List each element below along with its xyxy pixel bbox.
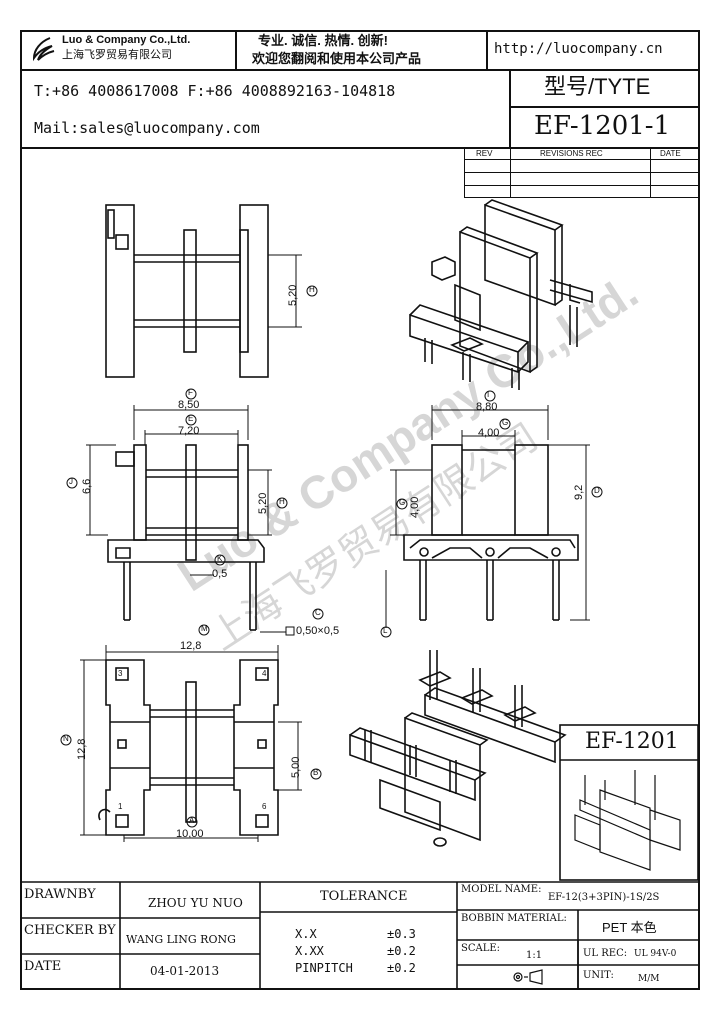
- label-e: E: [188, 414, 194, 423]
- label-a: A: [189, 816, 195, 825]
- label-h2: H: [279, 497, 285, 506]
- dim-0-5: 0,5: [212, 568, 228, 580]
- revisions-rec-header: REVISIONS REC: [540, 149, 603, 158]
- unit-label: UNIT:: [583, 970, 614, 981]
- ul-rec-label: UL REC:: [583, 948, 628, 959]
- tolerance-label: TOLERANCE: [320, 889, 408, 904]
- checker-label: CHECKER BY: [24, 923, 116, 938]
- label-k: K: [217, 554, 223, 563]
- label-i: I: [487, 390, 490, 399]
- label-b: B: [313, 768, 319, 777]
- isometric-view-top: [409, 199, 593, 390]
- label-g2: G: [399, 498, 406, 507]
- dim-width-720: 7,20: [178, 425, 200, 437]
- model-name-value: EF-12(3+3PIN)-1S/2S: [548, 892, 660, 903]
- tol-xxx-label: X.XX: [295, 944, 324, 958]
- dim-width-400: 4,00: [478, 427, 500, 439]
- dim-width-1000: 10,00: [176, 828, 204, 840]
- dim-height-top: 5,20: [287, 284, 299, 306]
- front-view-left: [66, 388, 324, 636]
- dim-height-400: 4,00: [409, 496, 421, 518]
- date-label: DATE: [24, 959, 62, 974]
- label-f: F: [188, 388, 193, 397]
- drawnby-value: ZHOU YU NUO: [148, 896, 243, 910]
- type-label: 型号/TYTE: [544, 74, 651, 99]
- top-side-view: [105, 204, 318, 378]
- model-name-label: MODEL NAME:: [461, 884, 542, 895]
- company-name-en: Luo & Company Co.,Ltd.: [62, 34, 191, 46]
- dim-height-66: 6,6: [81, 478, 93, 494]
- dim-height-128: 12,8: [76, 738, 88, 760]
- dim-width-880: 8,80: [476, 401, 498, 413]
- pin-number-4: 4: [262, 669, 267, 678]
- company-name-cn: 上海飞罗贸易有限公司: [62, 49, 172, 61]
- bobbin-material-value: PET 本色: [602, 920, 657, 935]
- bobbin-material-label: BOBBIN MATERIAL:: [461, 913, 567, 924]
- slogan-line-2: 欢迎您翻阅和使用本公司产品: [252, 51, 422, 66]
- pin-number-6: 6: [262, 802, 267, 811]
- label-h: H: [309, 285, 315, 294]
- tol-pin-value: ±0.2: [387, 961, 416, 975]
- label-c: C: [315, 608, 321, 617]
- bottom-view-left: [60, 624, 322, 842]
- scale-label: SCALE:: [461, 943, 501, 954]
- tol-xx-value: ±0.3: [387, 927, 416, 941]
- inset-title: EF-1201: [585, 729, 679, 754]
- inset-view: [559, 724, 699, 881]
- dim-width-850: 8,50: [178, 399, 200, 411]
- label-d: D: [594, 486, 600, 495]
- drawing-frame: [20, 30, 700, 990]
- pin-number-1: 1: [118, 802, 123, 811]
- unit-value: M/M: [638, 974, 660, 984]
- label-l: L: [383, 626, 388, 635]
- ul-rec-value: UL 94V-0: [634, 949, 677, 959]
- rev-header: REV: [476, 149, 493, 158]
- projection-symbol-icon: [513, 969, 543, 985]
- phone-fax: T:+86 4008617008 F:+86 4008892163-104818: [34, 82, 396, 100]
- front-view-right: [380, 390, 603, 638]
- scale-value: 1:1: [526, 950, 543, 961]
- slogan-line-1: 专业. 诚信. 热情. 创新!: [258, 33, 389, 48]
- date-value: 04-01-2013: [150, 964, 220, 978]
- dim-height-92: 9,2: [573, 484, 585, 500]
- dim-pin-size: 0,50×0,5: [296, 625, 340, 637]
- tol-xxx-value: ±0.2: [387, 944, 416, 958]
- footer-grid: [20, 881, 700, 990]
- drawnby-label: DRAWNBY: [24, 887, 96, 902]
- dim-height-520-mid: 5,20: [257, 492, 269, 514]
- checker-value: WANG LING RONG: [126, 933, 236, 946]
- date-header: DATE: [660, 149, 681, 158]
- tol-pin-label: PINPITCH: [295, 961, 353, 975]
- dim-width-128: 12,8: [180, 640, 202, 652]
- company-url[interactable]: http://luocompany.cn: [494, 41, 663, 57]
- model-number: EF-1201-1: [534, 111, 671, 141]
- isometric-view-bottom: [349, 650, 567, 847]
- pin-number-3: 3: [118, 669, 123, 678]
- dim-height-500: 5,00: [290, 756, 302, 778]
- label-m: M: [201, 624, 208, 633]
- tol-xx-label: X.X: [295, 927, 317, 941]
- email[interactable]: Mail:sales@luocompany.com: [34, 119, 260, 137]
- label-n: N: [63, 734, 69, 743]
- company-logo-icon: [32, 37, 55, 62]
- label-g: G: [502, 418, 509, 427]
- label-j: J: [69, 477, 73, 486]
